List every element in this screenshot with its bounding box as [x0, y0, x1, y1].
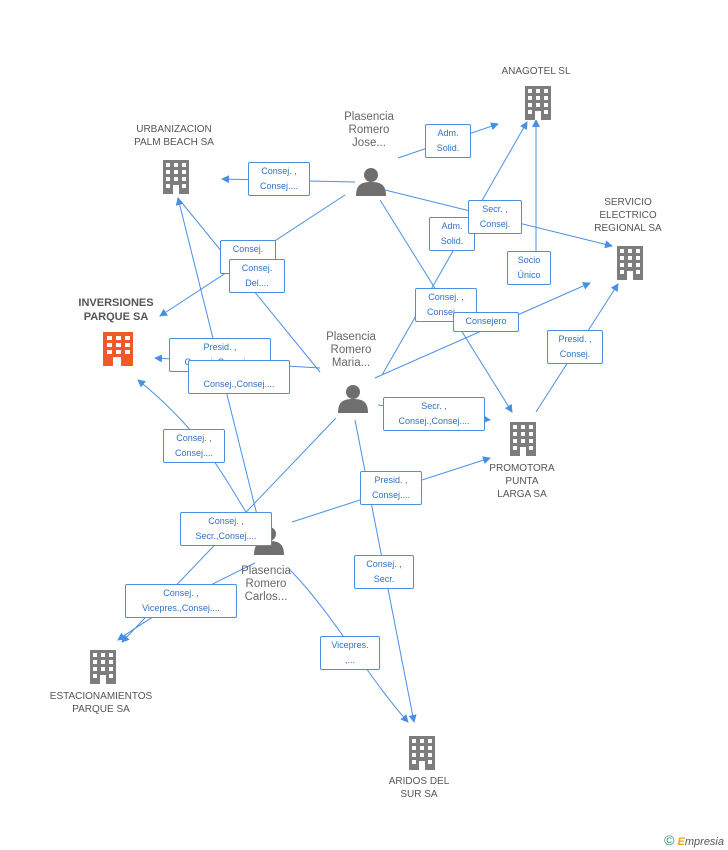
company-name-line: PROMOTORA — [489, 463, 555, 474]
person-name-line: Plasencia — [241, 565, 291, 577]
edge-label[interactable]: Vicepres.,... — [320, 636, 380, 670]
edges — [117, 119, 619, 723]
person-name-line: Carlos... — [244, 591, 288, 603]
node-label-aridos[interactable]: ARIDOS DEL SUR SA — [368, 775, 470, 801]
node-label-servicio[interactable]: SERVICIO ELECTRICO REGIONAL SA — [580, 196, 676, 235]
edge-label[interactable]: Consej.Del.... — [229, 259, 285, 293]
company-name-line: ELECTRICO — [599, 210, 657, 221]
company-name: ANAGOTEL SL — [501, 66, 571, 77]
edge-label[interactable]: Adm.Solid. — [429, 217, 475, 251]
company-name-line: INVERSIONES — [78, 297, 154, 309]
edge-label[interactable]: Consej.,Consej.... — [188, 360, 290, 394]
person-name-line: Jose... — [352, 137, 386, 149]
node-label-jose[interactable]: Plasencia Romero Jose... — [318, 111, 420, 150]
edge-label[interactable]: Secr. ,Consej.,Consej.... — [383, 397, 485, 431]
company-name-line: SERVICIO — [604, 197, 652, 208]
edge-label[interactable]: Adm.Solid. — [425, 124, 471, 158]
node-label-inversiones[interactable]: INVERSIONES PARQUE SA — [60, 296, 172, 324]
person-name-line: Romero — [245, 578, 287, 590]
node-label-estacionamientos[interactable]: ESTACIONAMIENTOS PARQUE SA — [30, 690, 172, 716]
edge-label[interactable]: Consej. ,Vicepres.,Consej.... — [125, 584, 237, 618]
node-label-carlos[interactable]: Plasencia Romero Carlos... — [215, 565, 317, 604]
person-name-line: Plasencia — [326, 331, 376, 343]
building-icon[interactable] — [617, 246, 643, 280]
edge-label[interactable]: Consej. ,Secr.,Consej.... — [180, 512, 272, 546]
node-label-maria[interactable]: Plasencia Romero Maria... — [300, 331, 402, 370]
building-icon[interactable] — [163, 160, 189, 194]
footer-brand: © Empresia — [664, 832, 724, 848]
edge-label[interactable]: Secr. ,Consej. — [468, 200, 522, 234]
building-icon[interactable] — [409, 736, 435, 770]
company-name-line: ARIDOS DEL — [388, 776, 450, 787]
brand-name: mpresia — [684, 836, 724, 848]
company-name-line: URBANIZACION — [136, 124, 212, 135]
brand-logo-letter: E — [677, 836, 685, 848]
node-label-urbanizacion[interactable]: URBANIZACION PALM BEACH SA — [110, 123, 238, 149]
edge-label[interactable]: Consejero — [453, 312, 519, 332]
company-name-line: REGIONAL SA — [594, 223, 662, 234]
building-icon[interactable] — [510, 422, 536, 456]
edge-label[interactable]: Consej. ,Secr. — [354, 555, 414, 589]
edge-label[interactable]: Consej. ,Consej.... — [248, 162, 310, 196]
person-name-line: Romero — [348, 124, 390, 136]
company-name-line: PARQUE SA — [83, 311, 149, 323]
node-label-promotora[interactable]: PROMOTORA PUNTA LARGA SA — [475, 462, 569, 501]
company-name-line: PUNTA — [505, 476, 539, 487]
edge-label[interactable]: Presid. ,Consej.... — [360, 471, 422, 505]
person-name-line: Romero — [330, 344, 372, 356]
person-icon[interactable] — [356, 168, 386, 196]
company-name-line: SUR SA — [400, 789, 438, 800]
node-label-anagotel[interactable]: ANAGOTEL SL — [470, 65, 602, 78]
copyright-icon: © — [664, 832, 675, 848]
company-name-line: PALM BEACH SA — [134, 137, 214, 148]
company-name-line: LARGA SA — [497, 489, 547, 500]
focus-building-icon[interactable] — [103, 332, 133, 366]
edge-label[interactable]: Presid. ,Consej. — [547, 330, 603, 364]
building-icon[interactable] — [90, 650, 116, 684]
company-name-line: PARQUE SA — [72, 704, 130, 715]
person-name-line: Plasencia — [344, 111, 394, 123]
person-name-line: Maria... — [331, 357, 371, 369]
company-name-line: ESTACIONAMIENTOS — [49, 691, 153, 702]
building-icon[interactable] — [525, 86, 551, 120]
person-icon[interactable] — [338, 385, 368, 413]
edge-label[interactable]: Consej. ,Consej.... — [163, 429, 225, 463]
